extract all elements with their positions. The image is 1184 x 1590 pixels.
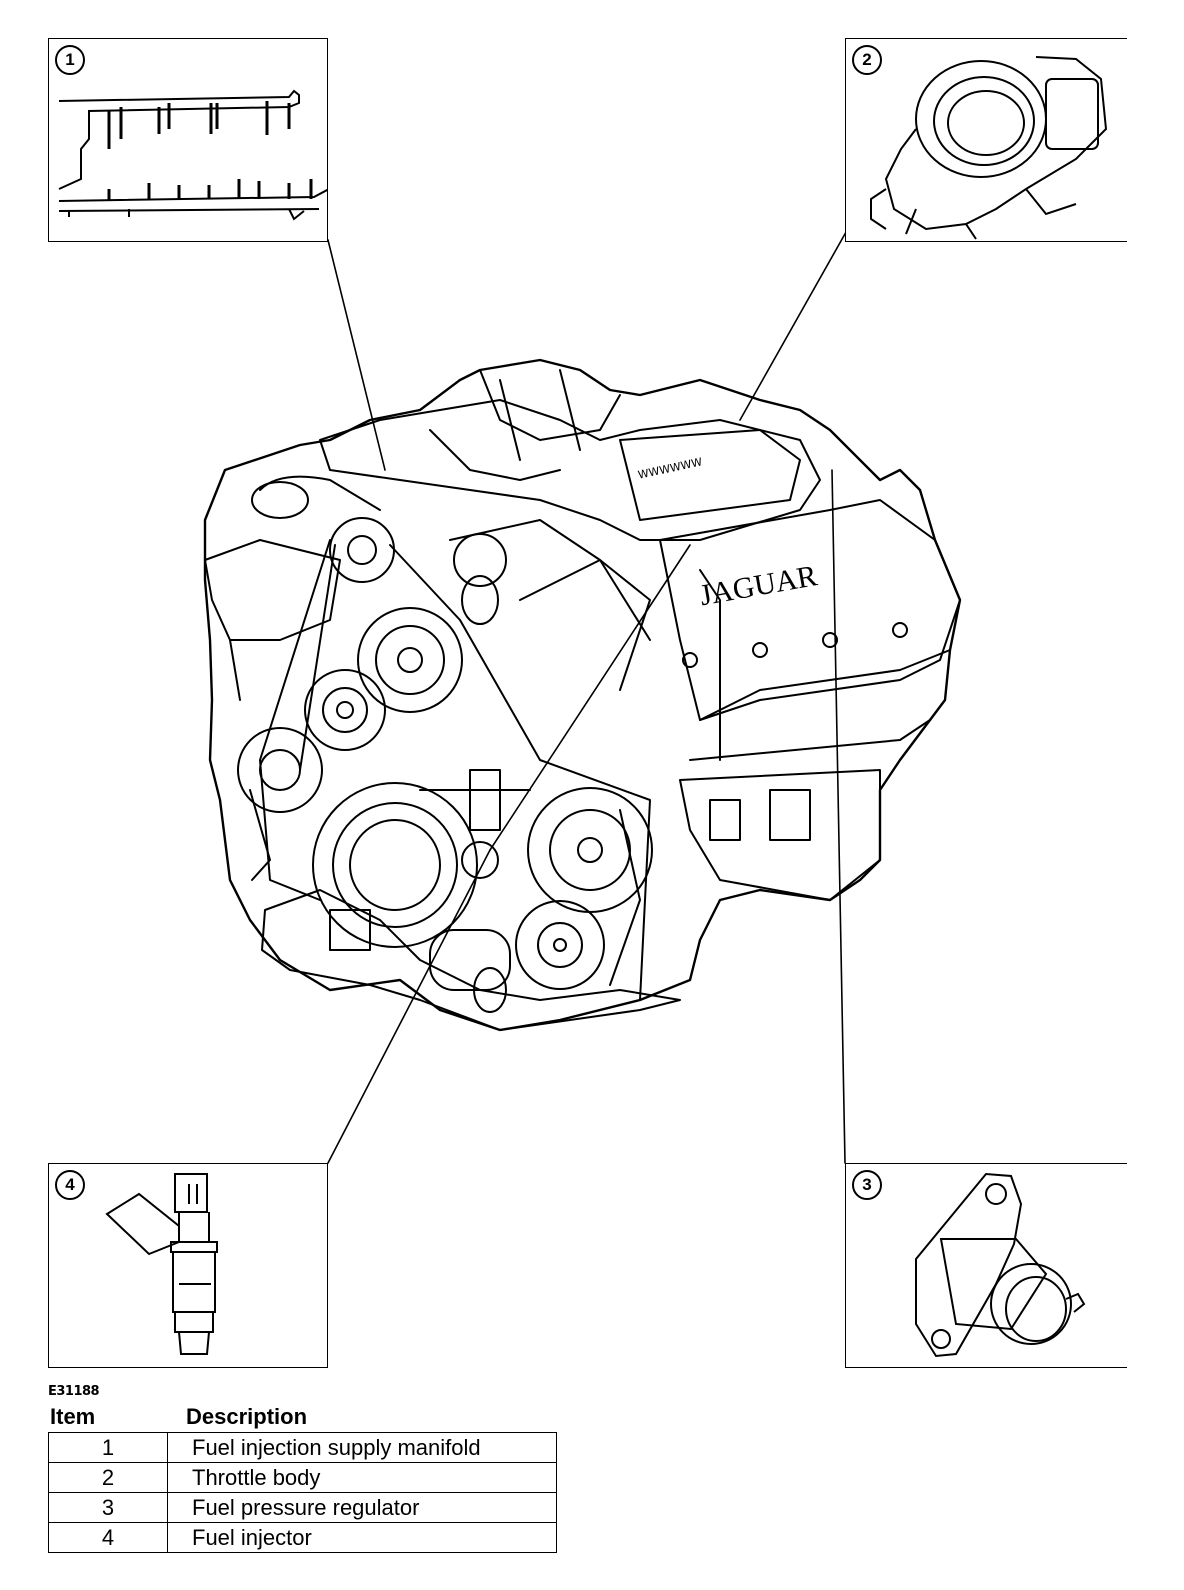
engine-illustration: WWWWWW JAGUAR <box>203 224 962 1164</box>
engine-block: WWWWWW JAGUAR <box>203 358 962 1032</box>
fuel-injector-illustration <box>105 1173 218 1355</box>
legend-header: Item Description <box>48 1404 557 1432</box>
item-description: Fuel injector <box>167 1522 557 1553</box>
pressure-regulator-illustration <box>915 1172 1086 1358</box>
item-description: Fuel pressure regulator <box>167 1492 557 1523</box>
item-number: 4 <box>48 1522 168 1553</box>
table-row: 1 Fuel injection supply manifold <box>48 1432 557 1463</box>
table-row: 4 Fuel injector <box>48 1522 557 1553</box>
item-number: 2 <box>48 1462 168 1493</box>
callout-number-1: 1 <box>55 45 85 75</box>
item-number: 3 <box>48 1492 168 1523</box>
callout-box-2: 2 <box>845 38 1127 242</box>
callout-number-2: 2 <box>852 45 882 75</box>
svg-text:WWWWWW: WWWWWW <box>637 455 704 481</box>
callout-number-4: 4 <box>55 1170 85 1200</box>
svg-text:JAGUAR: JAGUAR <box>697 559 819 612</box>
accessory-drive <box>237 517 721 1013</box>
legend: Item Description 1 Fuel injection supply… <box>48 1404 557 1553</box>
item-description: Fuel injection supply manifold <box>167 1432 557 1463</box>
callout-number-3: 3 <box>852 1170 882 1200</box>
callout-box-4: 4 <box>48 1163 328 1368</box>
header-description: Description <box>186 1404 308 1429</box>
engine-diagram: WWWWWW JAGUAR <box>48 38 1127 1368</box>
leader-lines <box>327 224 851 1164</box>
throttle-body-illustration <box>870 56 1108 240</box>
callout-box-1: 1 <box>48 38 328 242</box>
table-row: 3 Fuel pressure regulator <box>48 1492 557 1523</box>
header-item: Item <box>50 1404 96 1429</box>
fuel-rail-illustration <box>58 89 327 221</box>
legend-table: 1 Fuel injection supply manifold 2 Throt… <box>48 1432 557 1553</box>
figure-code: E31188 <box>48 1384 100 1399</box>
item-description: Throttle body <box>167 1462 557 1493</box>
item-number: 1 <box>48 1432 168 1463</box>
table-row: 2 Throttle body <box>48 1462 557 1493</box>
callout-box-3: 3 <box>845 1163 1127 1368</box>
